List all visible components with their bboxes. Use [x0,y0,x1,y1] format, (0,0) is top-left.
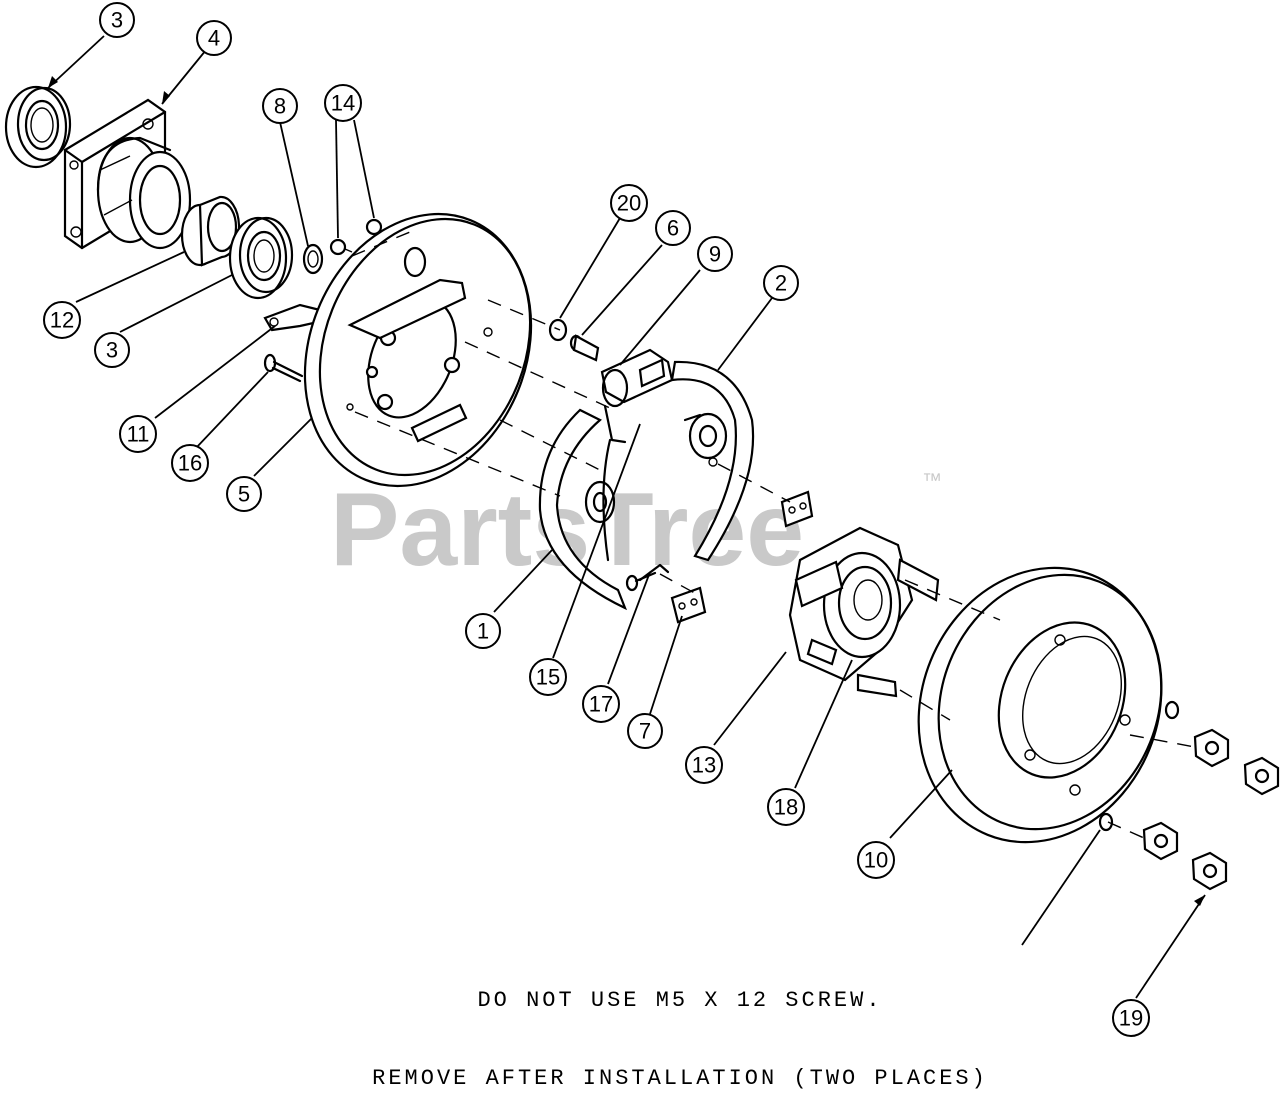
note-line-1: DO NOT USE M5 X 12 SCREW. [477,988,883,1013]
svg-text:15: 15 [536,665,560,690]
callout-part-16: 16 [171,444,209,482]
svg-text:17: 17 [589,692,613,717]
callout-part-6: 6 [655,210,691,246]
part-clip-upper [780,490,814,528]
part-spring [602,438,612,562]
svg-text:7: 7 [639,719,651,744]
svg-text:4: 4 [208,26,220,51]
svg-text:20: 20 [617,191,641,216]
callout-part-15: 15 [529,658,567,696]
svg-text:8: 8 [274,94,286,119]
svg-text:19: 19 [1119,1006,1143,1031]
callout-part-11: 11 [119,415,157,453]
part-hub [788,526,940,698]
callout-part-20: 20 [610,184,648,222]
part-clip-lower [670,586,707,624]
part-drum [917,566,1163,844]
callout-part-12: 12 [43,301,81,339]
note-line-2: REMOVE AFTER INSTALLATION (TWO PLACES) [372,1066,988,1091]
part-small-nuts [329,218,383,256]
svg-text:14: 14 [331,91,355,116]
callout-part-2: 2 [763,265,799,301]
callout-part-9: 9 [697,236,733,272]
installation-note: DO NOT USE M5 X 12 SCREW. REMOVE AFTER I… [360,936,1000,1118]
svg-text:6: 6 [667,216,679,241]
callout-part-19: 19 [1112,999,1150,1037]
callout-part-4: 4 [196,20,232,56]
part-pin [263,353,304,383]
callout-part-8: 8 [262,88,298,124]
svg-text:16: 16 [178,451,202,476]
part-plug [548,318,568,342]
callout-part-3a: 3 [99,2,135,38]
watermark-trademark: ™ [922,470,942,492]
svg-text:13: 13 [692,753,716,778]
callout-part-18: 18 [767,788,805,826]
svg-text:3: 3 [111,8,123,33]
part-bearing-mid [228,216,294,300]
part-backing-plate [303,212,533,488]
svg-text:10: 10 [864,848,888,873]
callout-part-14: 14 [324,84,362,122]
part-lug-nuts [1098,700,1280,891]
svg-text:9: 9 [709,242,721,267]
part-sleeve [180,195,241,267]
parts-diagram-stage: PartsTree ™ [4,2,1280,1091]
exploded-brake-diagram: PartsTree ™ [4,2,1280,1037]
part-bearing-top [4,85,72,169]
part-small-pin [625,571,657,592]
svg-text:11: 11 [127,422,150,447]
svg-text:18: 18 [774,795,798,820]
part-cam [600,348,674,408]
callout-part-10: 10 [857,841,895,879]
callout-part-3b: 3 [94,332,130,368]
svg-text:1: 1 [477,619,489,644]
callout-part-13: 13 [685,746,723,784]
svg-text:2: 2 [775,271,787,296]
part-bolt [569,334,600,362]
callout-part-7: 7 [627,713,663,749]
callout-part-17: 17 [582,685,620,723]
svg-text:5: 5 [238,482,250,507]
part-flange-housing [63,98,192,250]
svg-text:3: 3 [106,338,118,363]
leader-lines [47,35,1206,999]
callout-part-5: 5 [226,476,262,512]
part-clip-ring [302,243,324,275]
svg-text:12: 12 [50,308,74,333]
part-shoe-upper [670,360,755,562]
callout-part-1: 1 [465,613,501,649]
assembly-axis-lines [351,231,1196,839]
